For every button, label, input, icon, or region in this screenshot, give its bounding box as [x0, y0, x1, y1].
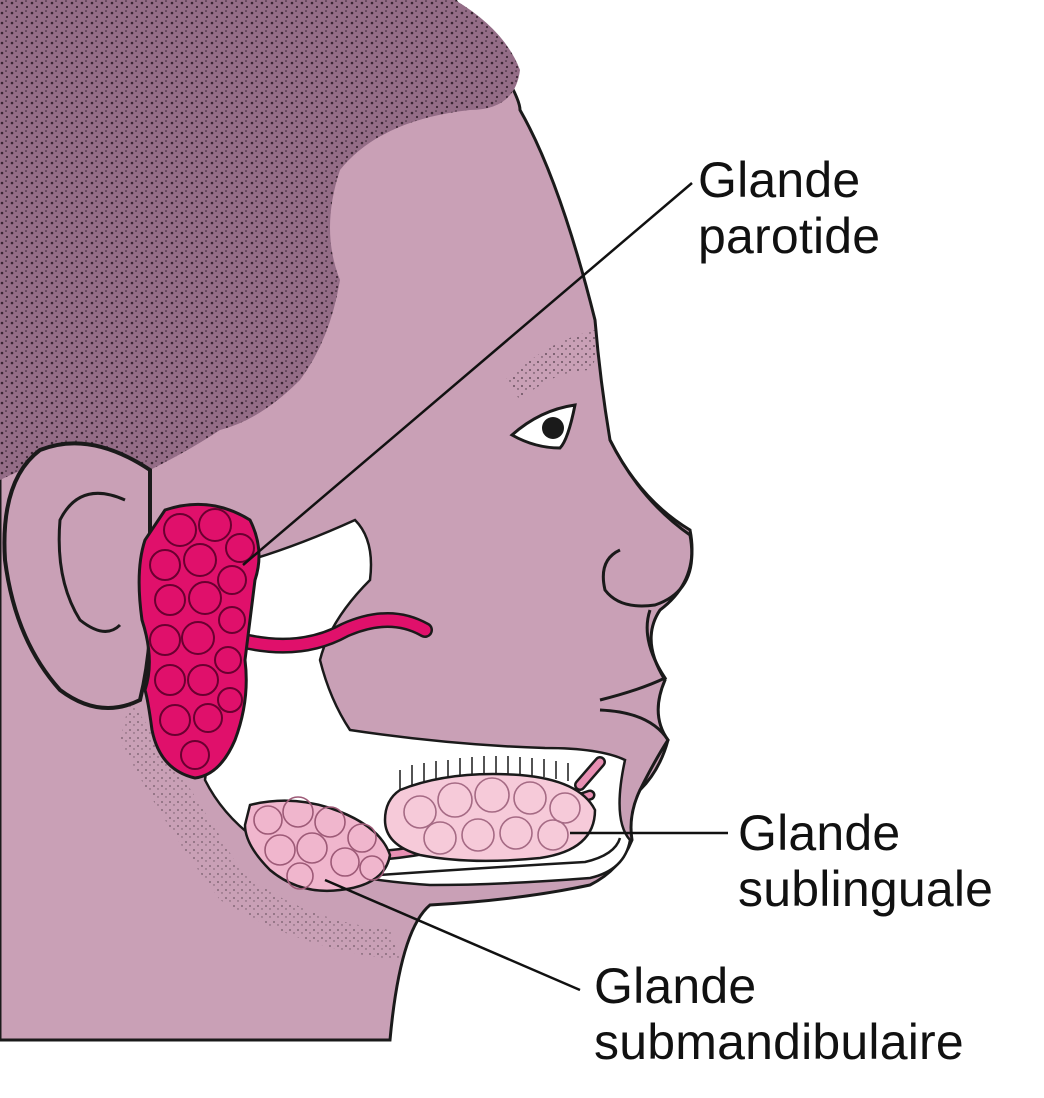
- label-parotid-line1: Glande: [698, 152, 861, 208]
- hair: [0, 0, 520, 480]
- label-submandibular-line1: Glande: [594, 958, 757, 1014]
- label-sublingual-line1: Glande: [738, 805, 901, 861]
- leader-line-parotid: [242, 182, 693, 566]
- pupil: [542, 417, 564, 439]
- ear: [2, 441, 154, 710]
- sublingual-gland: [383, 756, 597, 863]
- submandibular-gland: [243, 796, 392, 892]
- label-submandibular-line2: submandibulaire: [594, 1014, 964, 1070]
- label-parotid-line2: parotide: [698, 208, 881, 264]
- jaw-shading: [120, 700, 400, 960]
- mouth-floor: [379, 837, 622, 877]
- ear-inner: [57, 491, 126, 633]
- label-parotid-gland: Glande parotide: [698, 152, 880, 264]
- label-sublingual-gland: Glande sublinguale: [738, 805, 993, 917]
- leader-line-submandibular: [324, 878, 581, 992]
- eyebrow: [505, 330, 597, 400]
- label-sublingual-line2: sublinguale: [738, 861, 994, 917]
- nose: [601, 439, 694, 608]
- parotid-gland: [137, 502, 261, 780]
- lips: [599, 609, 670, 791]
- label-submandibular-gland: Glande submandibulaire: [594, 958, 964, 1070]
